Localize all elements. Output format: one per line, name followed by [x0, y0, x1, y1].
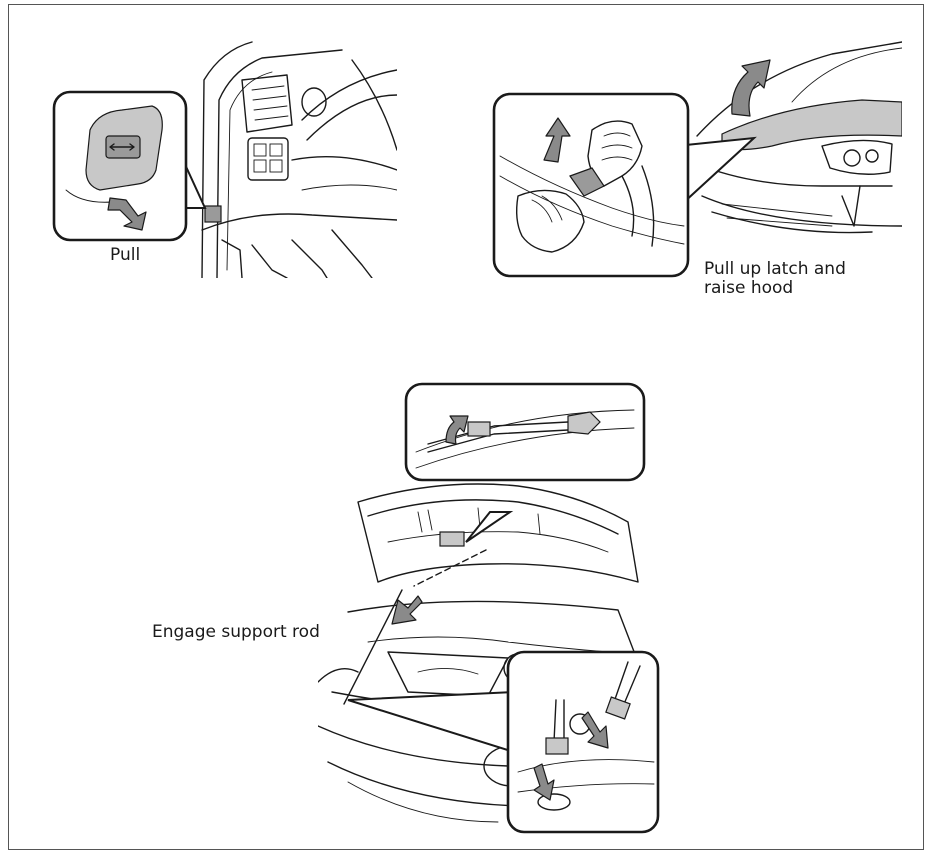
hood-latch-illustration: [492, 36, 902, 282]
hood-release-lever-illustration: [52, 40, 397, 278]
support-rod-illustration: [318, 382, 664, 836]
step-3-caption: Engage support rod: [152, 622, 320, 643]
step-2-caption-line-2: raise hood: [704, 278, 793, 299]
step-2-caption-line-1: Pull up latch and: [704, 259, 846, 280]
step-1-caption: Pull: [110, 245, 140, 266]
